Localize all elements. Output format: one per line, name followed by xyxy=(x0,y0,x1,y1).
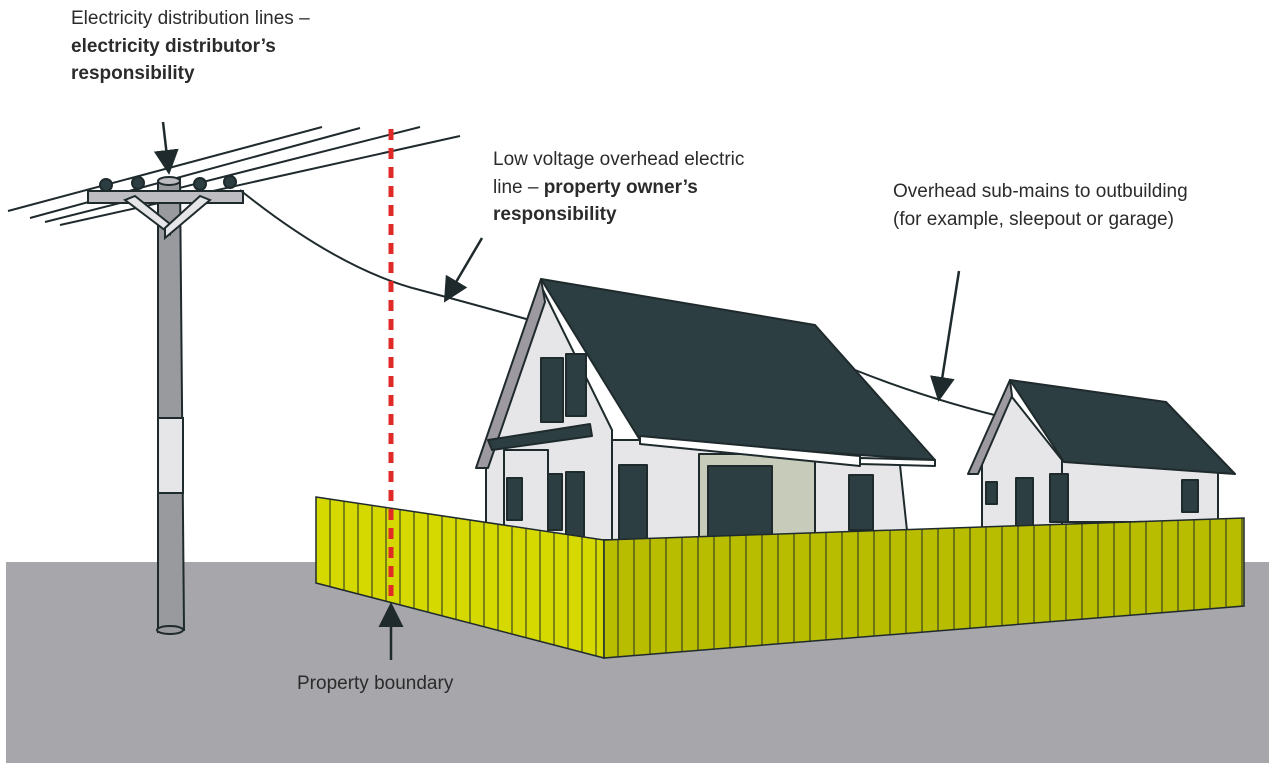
distribution-lines-label: Electricity distribution lines – electri… xyxy=(71,8,310,84)
property-boundary-label: Property boundary xyxy=(297,673,454,694)
fence-front xyxy=(603,517,1245,659)
leader-arrows xyxy=(153,121,961,660)
arrow-sub-mains xyxy=(929,270,961,402)
sub-mains-label: Overhead sub-mains to outbuilding (for e… xyxy=(893,181,1188,230)
fence-pickets xyxy=(329,499,1243,657)
arrow-distribution xyxy=(153,121,179,175)
insulators xyxy=(99,175,237,192)
fence xyxy=(315,496,1245,659)
power-pole xyxy=(87,175,244,635)
low-voltage-line-label: Low voltage overhead electric line – pro… xyxy=(493,149,745,225)
arrow-low-voltage xyxy=(443,237,484,303)
main-house xyxy=(475,278,936,541)
outbuilding xyxy=(967,379,1236,529)
low-voltage-line xyxy=(239,189,556,328)
